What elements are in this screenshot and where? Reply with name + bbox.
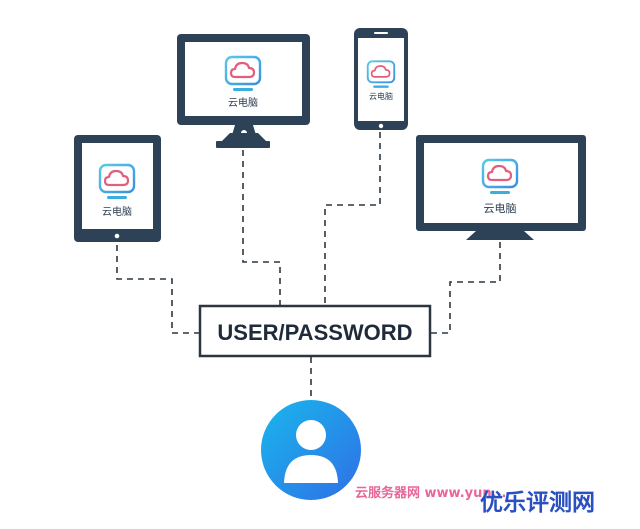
credential-box: USER/PASSWORD: [198, 304, 432, 358]
watermark-left-text: 云服务器网 www.yun...: [355, 485, 506, 501]
tablet-device: 云电脑: [74, 135, 161, 242]
monitor-device: 云电脑: [177, 34, 310, 148]
phone-app-label: 云电脑: [369, 91, 393, 101]
tv-app-label: 云电脑: [484, 202, 517, 215]
user-avatar-icon: [261, 400, 361, 500]
connector-lines: [116, 132, 501, 402]
connector-monitor: [242, 150, 281, 305]
monitor-app-label: 云电脑: [228, 96, 258, 109]
tablet-app-label: 云电脑: [102, 205, 132, 218]
credential-label: USER/PASSWORD: [217, 320, 412, 345]
tv-device: 云电脑: [416, 135, 586, 240]
watermark-right-text: 优乐评测网: [480, 490, 595, 516]
connector-tablet: [116, 245, 200, 334]
connector-tv: [430, 242, 501, 334]
connector-phone: [324, 132, 381, 305]
phone-device: 云电脑: [354, 28, 408, 130]
watermark: 云服务器网 www.yun... 优乐评测网: [355, 485, 595, 516]
